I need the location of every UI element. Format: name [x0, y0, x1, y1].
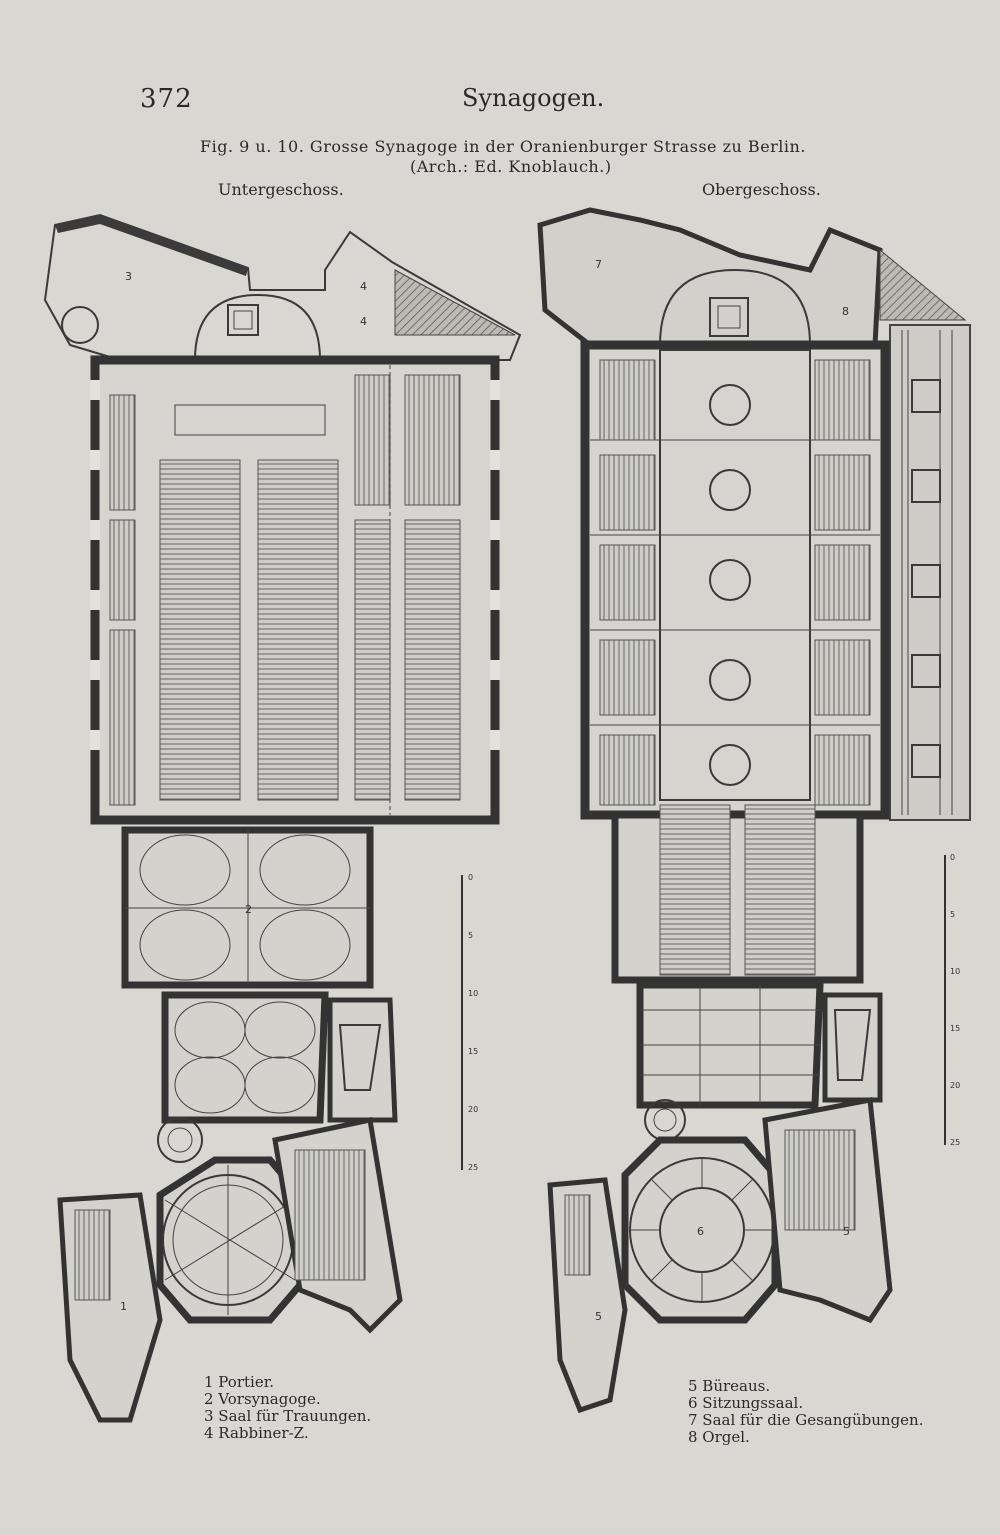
room-number-4a: 4	[360, 280, 367, 293]
scale-right-10: 10	[950, 967, 960, 976]
scale-right-25: 25	[950, 1138, 960, 1147]
scale-left-20: 20	[468, 1105, 478, 1114]
legend-lower-floor: 1 Portier. 2 Vorsynagoge. 3 Saal für Tra…	[204, 1374, 371, 1442]
page-number: 372	[140, 84, 193, 114]
room-number-8: 8	[842, 305, 849, 318]
lower-floor-plan: 3 4 4	[43, 213, 522, 1423]
legend-item-sitzungssaal: 6 Sitzungssaal.	[688, 1394, 804, 1412]
room-number-4b: 4	[360, 315, 367, 328]
upper-floor-plan: 7 8	[537, 207, 971, 1414]
scale-left-5: 5	[468, 931, 473, 940]
scale-left-25: 25	[468, 1163, 478, 1172]
room-number-6: 6	[697, 1225, 704, 1238]
room-number-3: 3	[125, 270, 132, 283]
scale-left-10: 10	[468, 989, 478, 998]
scale-left-15: 15	[468, 1047, 478, 1056]
lower-hall-windows	[90, 380, 500, 750]
legend-item-trauungen: 3 Saal für Trauungen.	[204, 1407, 372, 1425]
legend-item-vorsynagoge: 2 Vorsynagoge.	[204, 1390, 321, 1408]
legend-item-rabbiner: 4 Rabbiner-Z.	[204, 1424, 309, 1442]
room-number-5a: 5	[595, 1310, 602, 1323]
lower-floor-label: Untergeschoss.	[218, 180, 344, 199]
scale-right-5: 5	[950, 910, 955, 919]
legend-item-portier: 1 Portier.	[204, 1373, 274, 1391]
figure-caption: Fig. 9 u. 10. Grosse Synagoge in der Ora…	[200, 137, 806, 156]
room-number-5b: 5	[843, 1225, 850, 1238]
scale-right-20: 20	[950, 1081, 960, 1090]
legend-item-orgel: 8 Orgel.	[688, 1428, 750, 1446]
running-title: Synagogen.	[462, 84, 605, 112]
scale-right-0: 0	[950, 853, 955, 862]
room-number-2: 2	[245, 903, 252, 916]
upper-floor-label: Obergeschoss.	[702, 180, 821, 199]
room-number-7: 7	[595, 258, 602, 271]
scale-right-15: 15	[950, 1024, 960, 1033]
legend-upper-floor: 5 Büreaus. 6 Sitzungssaal. 7 Saal für di…	[688, 1378, 924, 1446]
figure-credit: (Arch.: Ed. Knoblauch.)	[410, 157, 612, 176]
legend-item-gesanguebungen: 7 Saal für die Gesangübungen.	[688, 1411, 924, 1429]
scale-left-0: 0	[468, 873, 473, 882]
legend-item-bureaus: 5 Büreaus.	[688, 1377, 771, 1395]
room-number-1: 1	[120, 1300, 127, 1313]
